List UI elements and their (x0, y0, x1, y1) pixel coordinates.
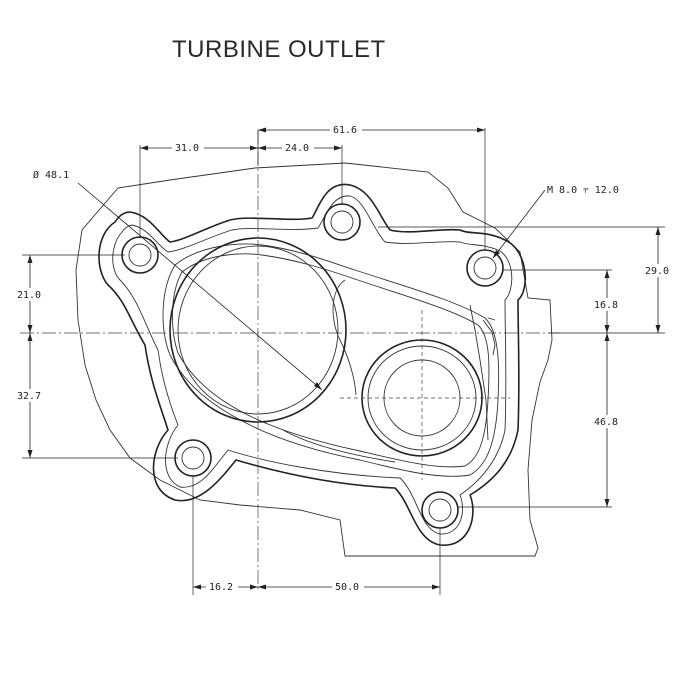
bolt-hole-upper-left (121, 236, 159, 274)
bolt-hole-right (466, 249, 504, 287)
bolt-hole-bottom (421, 491, 459, 529)
dim-top-mid: 24.0 (285, 143, 309, 154)
dim-top-left: 31.0 (175, 143, 199, 154)
dimension-labels: 61.6 31.0 24.0 Ø 48.1 M 8.0 ⫧ 12.0 29.0 … (14, 123, 674, 593)
dim-right-lower: 46.8 (594, 417, 618, 428)
bolt-hole-top (323, 203, 361, 241)
dim-right-mid: 16.8 (594, 300, 618, 311)
dim-bottom-left: 16.2 (209, 582, 233, 593)
dim-left-upper: 21.0 (17, 290, 41, 301)
center-lines (20, 130, 560, 590)
bolt-hole-lower-left (174, 439, 212, 477)
dim-left-lower: 32.7 (17, 391, 41, 402)
drawing-title: TURBINE OUTLET (172, 36, 386, 63)
dim-thread: M 8.0 ⫧ 12.0 (547, 185, 619, 196)
dim-bore-diameter: Ø 48.1 (33, 169, 69, 181)
dimension-lines (22, 127, 665, 595)
dim-top-overall: 61.6 (333, 125, 357, 136)
flange-outline (75, 162, 553, 557)
bolt-holes (121, 203, 504, 529)
dim-right-upper: 29.0 (645, 266, 669, 277)
dim-bottom-right: 50.0 (335, 582, 359, 593)
